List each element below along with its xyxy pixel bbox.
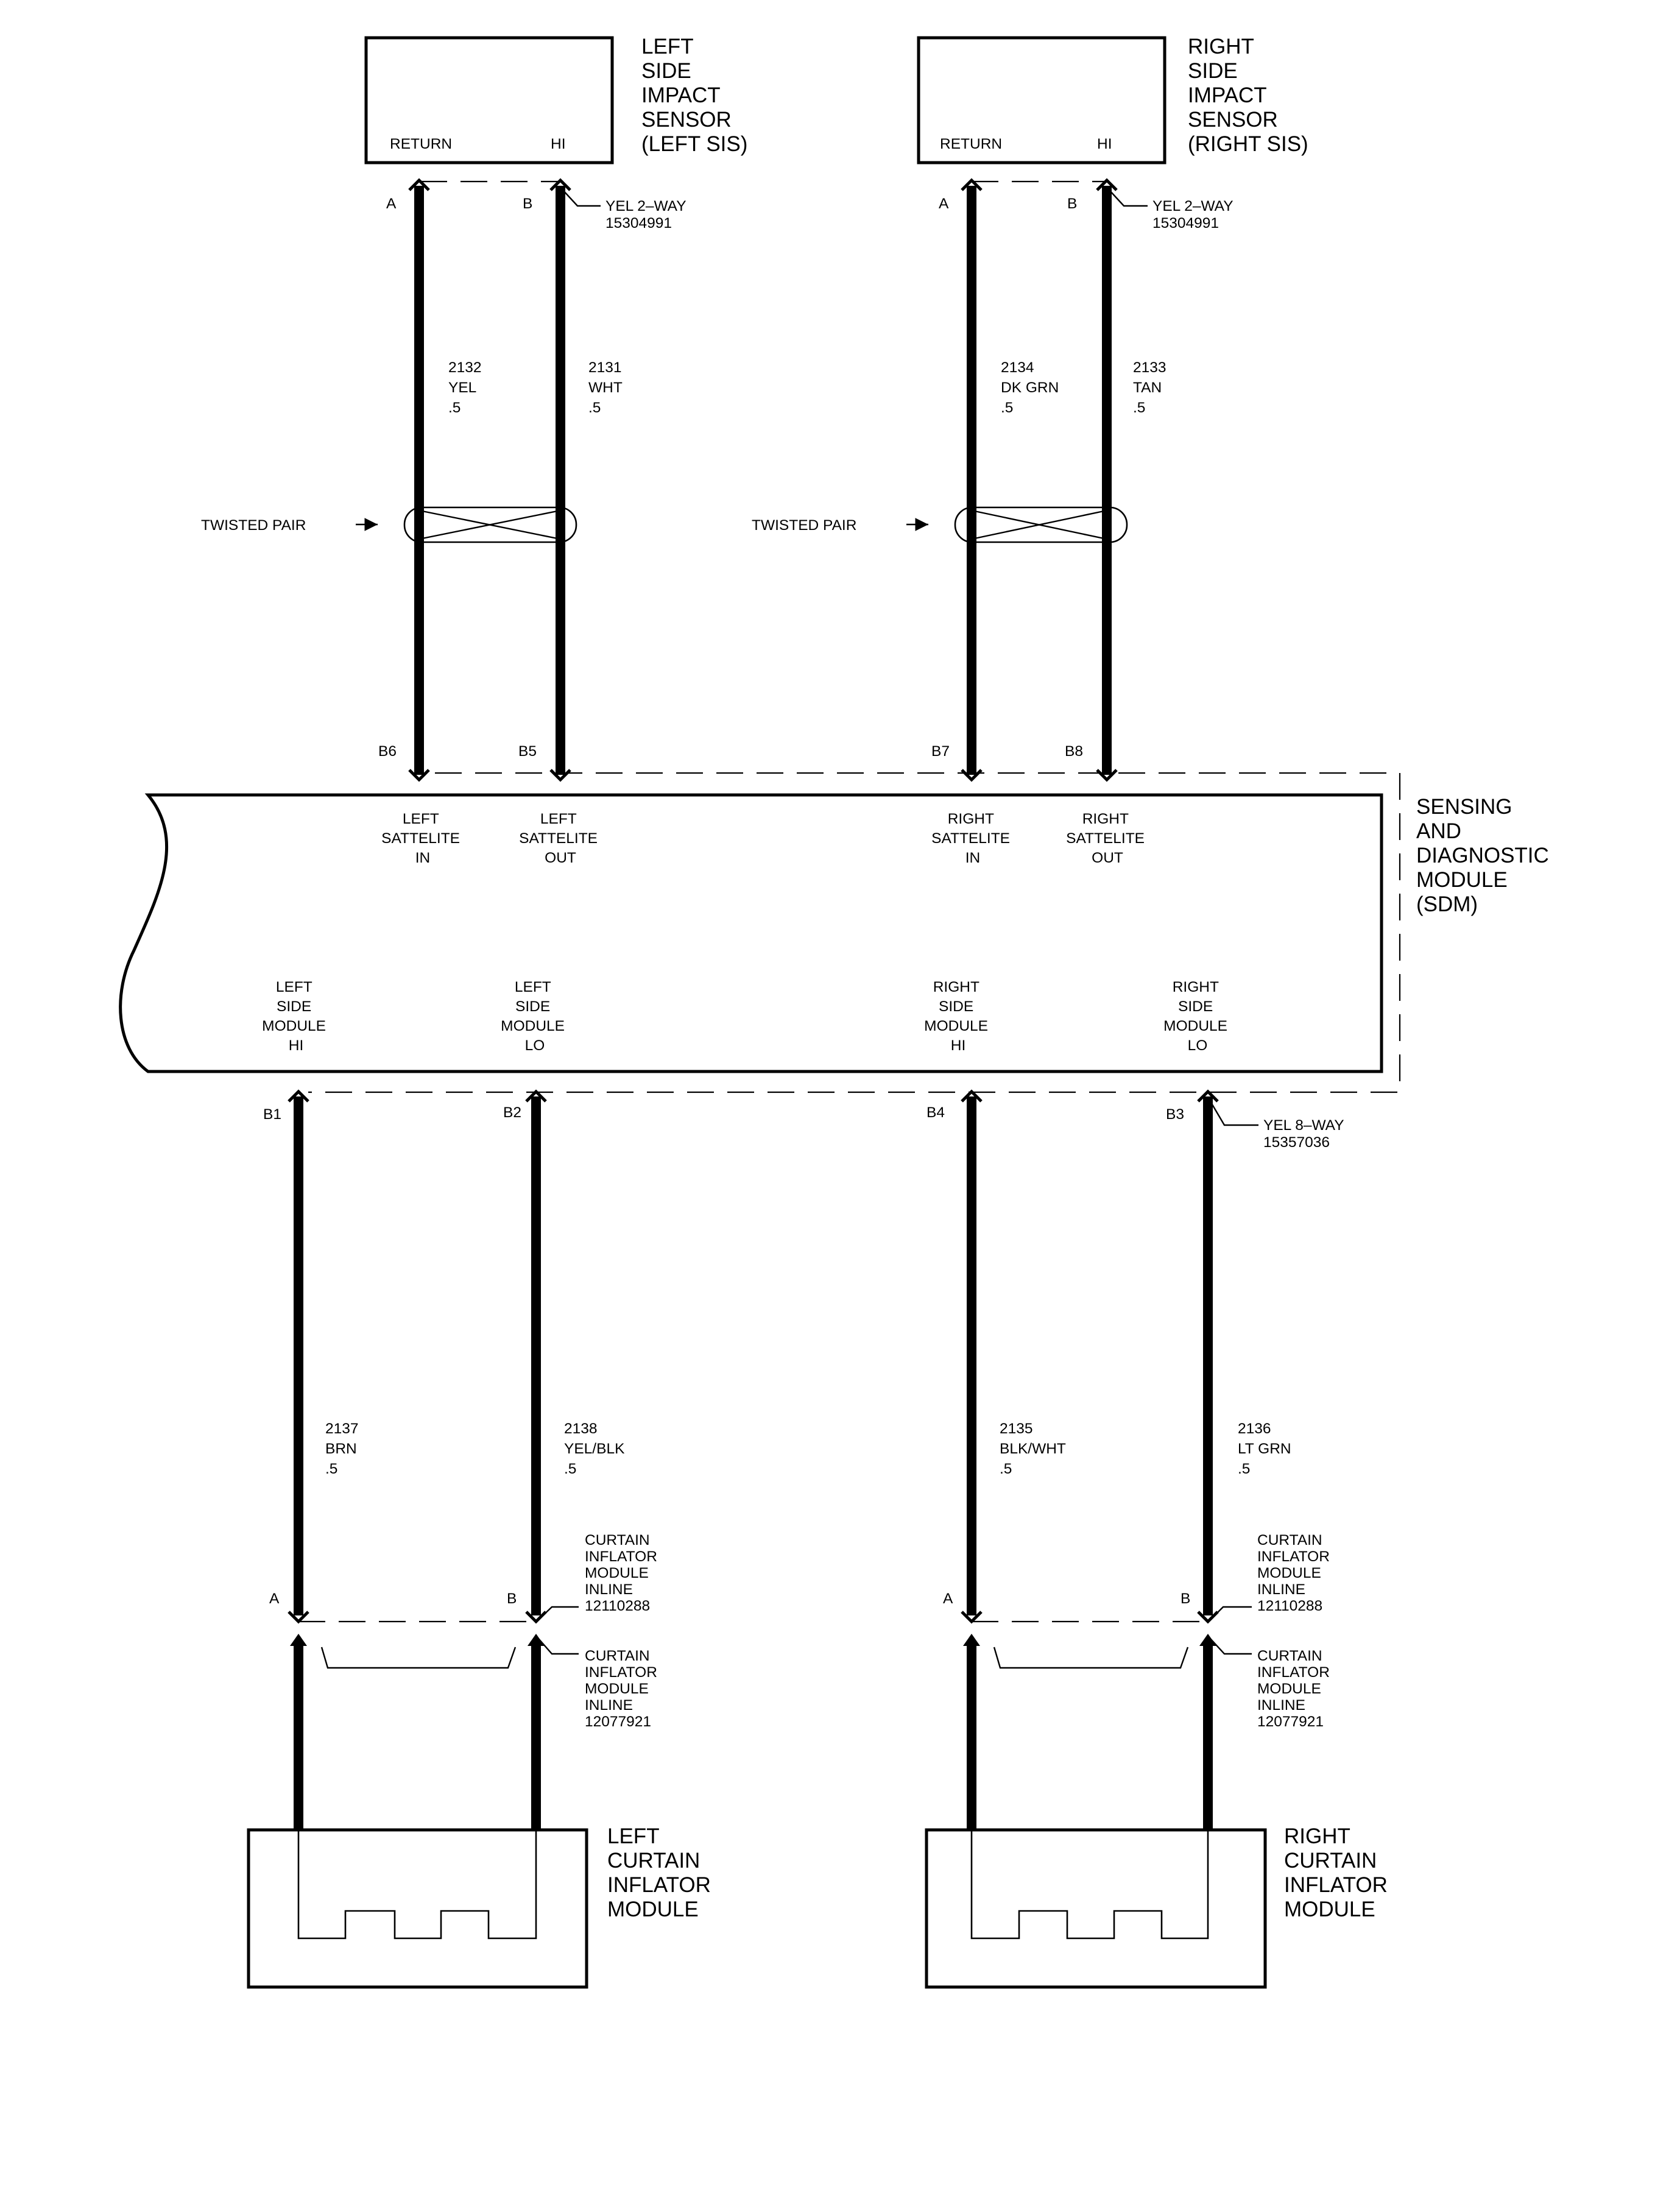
right-sis-cavity-b: B [1067,196,1077,212]
left-twisted-pair: TWISTED PAIR [201,506,577,543]
right-inline-lower-label: CURTAIN INFLATOR MODULE INLINE 12077921 [1257,1648,1334,1730]
left-curtain-title: LEFT CURTAIN INFLATOR MODULE [607,1824,717,1921]
left-sis-connector-label: YEL 2–WAY 15304991 [605,198,690,231]
sdm-right-side-module-lo: RIGHT SIDE MODULE LO [1163,979,1232,1054]
right-curtain-inflator-module: RIGHT CURTAIN INFLATOR MODULE [925,1824,1394,1989]
inline-upper-terminals [288,1611,1219,1624]
wire-2134-label: 2134 DK GRN .5 [1001,359,1063,416]
left-inline-upper-label: CURTAIN INFLATOR MODULE INLINE 12110288 [585,1532,662,1614]
wire-2136-label: 2136 LT GRN .5 [1238,1421,1295,1477]
right-sis-box [917,36,1166,164]
left-sis-return-label: RETURN [390,136,452,152]
right-sis-hi-label: HI [1097,136,1112,152]
right-curtain-squib-icon [970,1830,1209,1940]
wire-2132-label: 2132 YEL .5 [448,359,485,416]
wire-2133-label: 2133 TAN .5 [1133,359,1170,416]
left-inline-lower-leader [538,1638,579,1655]
left-twisted-pair-oval [403,506,577,543]
right-inline-upper-leader [1209,1606,1252,1621]
sdm-pin-b5: B5 [518,743,537,760]
right-sis-return-label: RETURN [940,136,1002,152]
left-curtain-box [247,1828,588,1989]
sdm-pin-b7: B7 [931,743,950,760]
left-side-impact-sensor: RETURN HI LEFT SIDE IMPACT SENSOR (LEFT … [364,35,747,164]
sdm-connector-outline [308,772,1401,1093]
terminal-right-b [1096,178,1118,191]
right-sis-cavity-a: A [939,196,949,212]
right-curtain-box [925,1828,1267,1989]
left-sis-title: LEFT SIDE IMPACT SENSOR (LEFT SIS) [641,35,747,156]
left-curtain-cavity-a: A [269,1590,280,1607]
sdm-left-side-module-hi: LEFT SIDE MODULE HI [262,979,330,1054]
right-inline-lower-bracket [993,1647,1189,1669]
left-sis-cavity-a: A [386,196,397,212]
left-inline-lower-label: CURTAIN INFLATOR MODULE INLINE 12077921 [585,1648,662,1730]
sdm-left-sattelite-in: LEFT SATTELITE IN [381,811,464,866]
wire-2137-label: 2137 BRN .5 [325,1421,362,1477]
terminal-left-b [549,178,571,191]
left-twisted-pair-label: TWISTED PAIR [201,517,306,534]
right-side-impact-sensor: RETURN HI RIGHT SIDE IMPACT SENSOR (RIGH… [917,35,1308,164]
right-twisted-pair: TWISTED PAIR [752,506,1128,543]
wire-2138-label: 2138 YEL/BLK .5 [564,1421,629,1477]
sdm-top-terminals [408,769,1118,782]
left-curtain-inflator-module: LEFT CURTAIN INFLATOR MODULE [247,1824,717,1989]
sdm-pin-b3: B3 [1166,1106,1184,1123]
left-inline-upper-leader [537,1606,579,1621]
inline-lower-terminals [290,1634,1216,1646]
right-curtain-cavity-a: A [943,1590,953,1607]
left-inline-lower-bracket [320,1647,517,1669]
right-twisted-pair-oval [954,506,1128,543]
right-inline-upper-label: CURTAIN INFLATOR MODULE INLINE 12110288 [1257,1532,1334,1614]
right-curtain-cavity-b: B [1181,1590,1190,1607]
right-inline-lower-leader [1210,1638,1252,1655]
sdm-left-sattelite-out: LEFT SATTELITE OUT [519,811,602,866]
right-sis-title: RIGHT SIDE IMPACT SENSOR (RIGHT SIS) [1188,35,1308,156]
sdm-title: SENSING AND DIAGNOSTIC MODULE (SDM) [1416,795,1555,916]
sdm-pin-b4: B4 [926,1104,945,1121]
left-sis-connector-leader [562,189,601,207]
terminal-right-a [961,178,983,191]
sdm-left-side-module-lo: LEFT SIDE MODULE LO [501,979,569,1054]
sdm-pin-b2: B2 [503,1104,521,1121]
sdm-right-sattelite-out: RIGHT SATTELITE OUT [1066,811,1149,866]
right-curtain-title: RIGHT CURTAIN INFLATOR MODULE [1284,1824,1394,1921]
right-sis-connector-leader [1109,189,1148,207]
terminal-left-a [408,178,430,191]
sdm-pin-b6: B6 [378,743,397,760]
sdm-pin-b1: B1 [263,1106,281,1123]
left-sis-hi-label: HI [551,136,566,152]
right-twisted-pair-label: TWISTED PAIR [752,517,856,534]
sdm-right-sattelite-in: RIGHT SATTELITE IN [931,811,1014,866]
left-sis-box [364,36,614,164]
sdm-connector-leader [1209,1101,1258,1126]
left-curtain-cavity-b: B [507,1590,517,1607]
sdm-connector-label: YEL 8–WAY 15357036 [1263,1117,1348,1151]
left-curtain-squib-icon [297,1830,537,1940]
sdm-bottom-terminals [288,1089,1219,1103]
right-sis-connector-label: YEL 2–WAY 15304991 [1152,198,1237,231]
wire-2131-label: 2131 WHT .5 [588,359,626,416]
sis-terminals [408,178,1118,191]
sdm-pin-b8: B8 [1065,743,1083,760]
wire-2135-label: 2135 BLK/WHT .5 [1000,1421,1070,1477]
sdm-box [119,793,1383,1073]
sdm-right-side-module-hi: RIGHT SIDE MODULE HI [924,979,992,1054]
left-sis-cavity-b: B [523,196,532,212]
